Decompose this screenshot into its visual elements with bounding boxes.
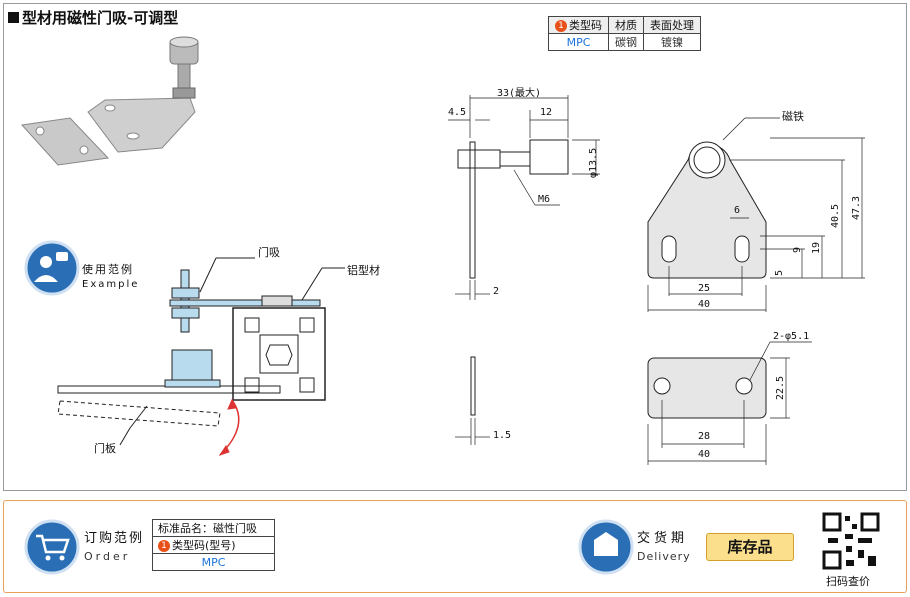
order-icon bbox=[24, 519, 80, 575]
title-square-icon bbox=[8, 12, 19, 23]
magnet-iron-callout: 磁铁 bbox=[782, 110, 804, 123]
side-view bbox=[448, 95, 600, 445]
dim-33: 33(最大) bbox=[497, 88, 542, 99]
dim-m6: M6 bbox=[538, 194, 551, 205]
order-label: 订购范例 Order bbox=[84, 531, 145, 563]
delivery-label: 交货期 Delivery bbox=[637, 531, 691, 563]
door-panel-callout: 门板 bbox=[94, 442, 116, 455]
spec-surface-value: 镀镍 bbox=[643, 33, 701, 51]
dim-25: 25 bbox=[698, 283, 711, 294]
spec-header-surface: 表面处理 bbox=[643, 16, 701, 34]
delivery-icon bbox=[578, 519, 634, 575]
spec-code-value: MPC bbox=[548, 33, 609, 51]
page-title: 型材用磁性门吸-可调型 bbox=[8, 7, 178, 28]
dim-40-5: 40.5 bbox=[830, 203, 841, 228]
example-label: 使用范例 Example bbox=[82, 263, 140, 290]
qr-code bbox=[822, 512, 880, 570]
dim-19: 19 bbox=[811, 241, 822, 254]
bracket-front-view bbox=[647, 117, 865, 312]
spec-material-value: 碳钢 bbox=[608, 33, 644, 51]
example-assembly bbox=[57, 257, 345, 456]
dim-6: 6 bbox=[734, 205, 741, 216]
product-photo bbox=[21, 36, 199, 166]
dim-22-5: 22.5 bbox=[775, 375, 786, 400]
example-icon bbox=[24, 240, 80, 296]
dim-2-5-1: 2-φ5.1 bbox=[773, 331, 810, 342]
bottom-info-panel bbox=[3, 500, 907, 593]
dim-2: 2 bbox=[493, 286, 500, 297]
dim-4-5: 4.5 bbox=[448, 107, 467, 118]
dim-40b: 40 bbox=[698, 449, 711, 460]
dim-1-5: 1.5 bbox=[493, 430, 512, 441]
door-catch-callout: 门吸 bbox=[258, 246, 280, 259]
dim-28: 28 bbox=[698, 431, 711, 442]
qr-label: 扫码查价 bbox=[826, 575, 870, 588]
drawing-frame bbox=[3, 3, 907, 491]
dim-13-5: φ13.5 bbox=[588, 147, 599, 178]
aluminum-profile-callout: 铝型材 bbox=[347, 264, 380, 277]
dim-9: 9 bbox=[792, 246, 803, 253]
dim-40a: 40 bbox=[698, 299, 711, 310]
order-row-name: 标准品名：磁性门吸 bbox=[152, 519, 275, 537]
dim-12: 12 bbox=[540, 107, 553, 118]
dim-47-3: 47.3 bbox=[851, 195, 862, 220]
stock-badge[interactable]: 库存品 bbox=[706, 533, 794, 561]
order-row-value: MPC bbox=[152, 553, 275, 571]
dim-5: 5 bbox=[774, 269, 785, 276]
plate-view bbox=[647, 341, 812, 465]
